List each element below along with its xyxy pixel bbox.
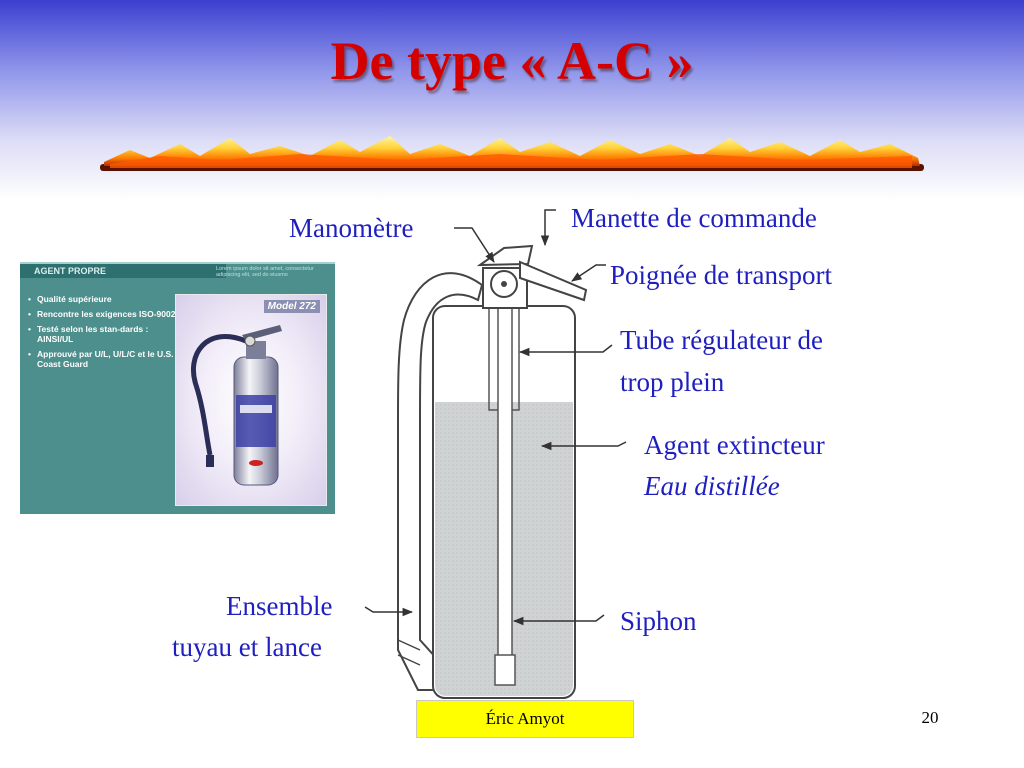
label-ensemble-line2: tuyau et lance <box>172 632 322 662</box>
page-number: 20 <box>921 708 939 727</box>
product-image: Model 272 <box>175 294 327 506</box>
label-tube-line2: trop plein <box>620 367 725 397</box>
footer-author: Éric Amyot <box>416 700 634 738</box>
list-item: Rencontre les exigences ISO-9002 <box>28 309 178 319</box>
list-item: Qualité supérieure <box>28 294 178 304</box>
label-poignee: Poignée de transport <box>610 260 832 290</box>
label-agent-line1: Agent extincteur <box>644 430 825 460</box>
label-agent-line2: Eau distillée <box>644 471 780 501</box>
product-photo-panel: AGENT PROPRE Lorem ipsum dolor sit amet,… <box>20 262 335 514</box>
hose-icon <box>397 272 484 691</box>
label-manometre: Manomètre <box>289 213 414 243</box>
siphon-base <box>494 654 516 686</box>
panel-header: AGENT PROPRE <box>20 264 226 278</box>
label-manette: Manette de commande <box>571 203 817 233</box>
label-siphon: Siphon <box>620 606 697 636</box>
feature-list: Qualité supérieure Rencontre les exigenc… <box>28 294 178 374</box>
label-ensemble-line1: Ensemble <box>226 591 333 621</box>
panel-note: Lorem ipsum dolor sit amet, consectetur … <box>216 266 314 278</box>
flame-bar-decoration <box>100 136 924 171</box>
list-item: Testé selon les stan-dards : AINSI/UL <box>28 324 178 344</box>
list-item: Approuvé par U/L, U/L/C et le U.S. Coast… <box>28 349 178 369</box>
label-tube-line1: Tube régulateur de <box>620 325 823 355</box>
siphon-tube <box>497 305 513 657</box>
extinguisher-photo-icon <box>190 325 282 486</box>
valve-head-icon <box>476 244 588 309</box>
model-tag: Model 272 <box>263 300 320 313</box>
slide-title: De type « A-C » <box>330 31 694 91</box>
